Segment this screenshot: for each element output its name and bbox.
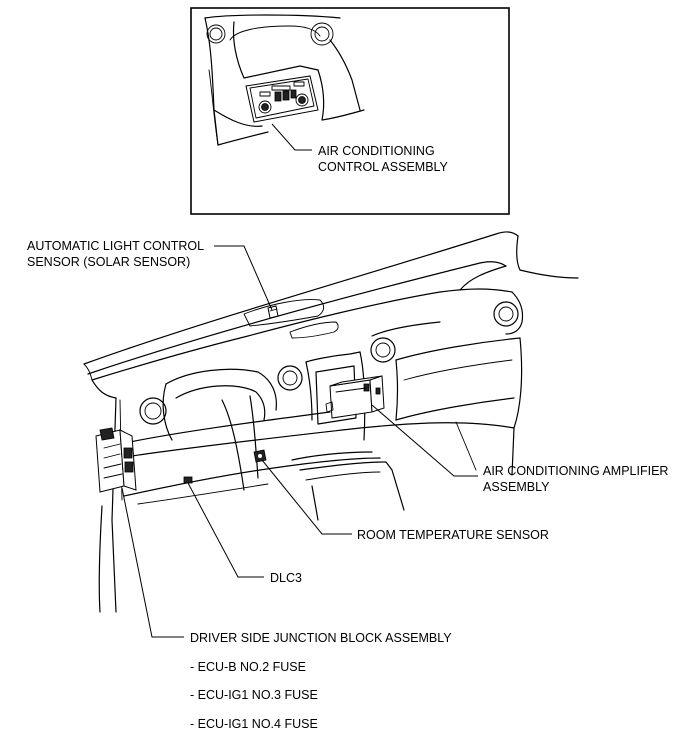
fuse-item: - ECU-B NO.2 FUSE [190,660,306,674]
ac-control-label-line1: AIR CONDITIONING [318,144,435,158]
fuse-item: - ECU-IG1 NO.3 FUSE [190,688,318,702]
ac-amplifier-assembly [325,375,385,419]
amplifier-label-line1: AIR CONDITIONING AMPLIFIER [483,464,669,478]
amplifier-label-line2: ASSEMBLY [483,480,550,494]
junction-block-label: DRIVER SIDE JUNCTION BLOCK ASSEMBLY [190,631,452,645]
ac-control-label-line2: CONTROL ASSEMBLY [318,160,448,174]
solar-sensor [267,305,279,319]
leader-lines [121,245,478,638]
fuse-item: - ECU-IG1 NO.4 FUSE [190,717,318,731]
room-temp-sensor [253,449,267,463]
junction-block [95,427,137,493]
room-temp-label: ROOM TEMPERATURE SENSOR [357,528,549,542]
amplifier-label: AIR CONDITIONING AMPLIFIER ASSEMBLY [483,463,668,495]
solar-sensor-label: AUTOMATIC LIGHT CONTROL SENSOR (SOLAR SE… [27,238,204,270]
dlc3-connector [183,476,193,484]
dlc3-label: DLC3 [270,571,302,585]
solar-sensor-label-line2: SENSOR (SOLAR SENSOR) [27,255,191,269]
dashboard-drawing [83,231,579,613]
ac-control-assembly [245,75,319,123]
solar-sensor-label-line1: AUTOMATIC LIGHT CONTROL [27,239,205,253]
inset-box [190,7,510,215]
ac-control-label: AIR CONDITIONING CONTROL ASSEMBLY [318,143,448,175]
